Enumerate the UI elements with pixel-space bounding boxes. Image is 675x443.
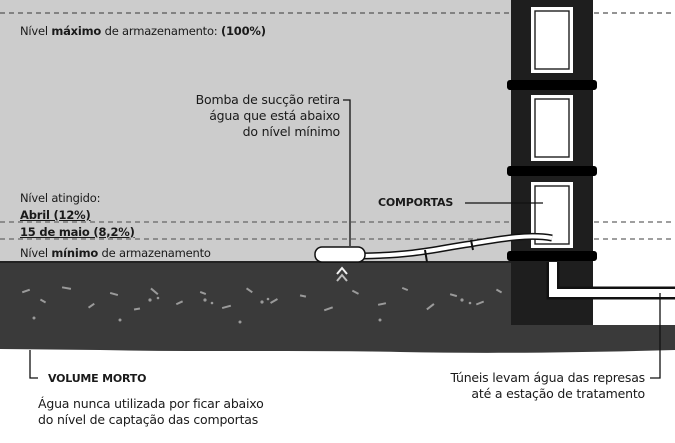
reached-level-title: Nível atingido: (20, 191, 101, 205)
max-level-bold: máximo (51, 24, 102, 38)
pump-line-1: Bomba de sucção retira (195, 92, 341, 107)
suction-arrow-icon (336, 266, 348, 275)
dead-volume-callout-line (29, 350, 38, 379)
reached-may-label: 15 de maio (8,2%) (20, 225, 135, 239)
tunnels-description: Túneis levam água das represas até a est… (395, 370, 645, 402)
pump-description: Bomba de sucção retira água que está aba… (140, 92, 341, 140)
tower-gate-2 (529, 93, 575, 163)
max-level-post: de armazenamento: (101, 24, 221, 38)
dead-volume-layer (0, 262, 675, 353)
pump-line-3: do nível mínimo (242, 124, 341, 139)
reservoir-water (0, 0, 520, 262)
sediment-specks (21, 286, 503, 324)
pump-line-2: água que está abaixo (209, 108, 340, 123)
tower-gate-1 (529, 5, 575, 75)
suction-pump (314, 246, 366, 263)
tower-ring-2 (507, 166, 597, 176)
tunnels-line-1: Túneis levam água das represas (450, 370, 645, 385)
min-level-post: de armazenamento (98, 246, 211, 260)
dead-volume-line-2: do nível de captação das comportas (38, 412, 259, 427)
max-level-value: (100%) (220, 24, 266, 38)
min-level-bold: mínimo (51, 246, 99, 260)
reached-april-label: Abril (12%) (20, 208, 91, 222)
min-level-label: Nível mínimo de armazenamento (20, 246, 211, 260)
gates-label: COMPORTAS (378, 196, 454, 209)
pump-callout-line (343, 99, 351, 246)
tower-ring-1 (507, 80, 597, 90)
tunnel-callout-line (650, 293, 661, 379)
tunnels-line-2: até a estação de tratamento (471, 386, 645, 401)
min-level-pre: Nível (20, 246, 52, 260)
max-level-pre: Nível (20, 24, 52, 38)
tower-ring-3 (507, 251, 597, 261)
dead-volume-description: Água nunca utilizada por ficar abaixo do… (38, 396, 264, 428)
dead-volume-line-1: Água nunca utilizada por ficar abaixo (38, 396, 264, 411)
dead-volume-title: VOLUME MORTO (48, 372, 147, 385)
max-level-label: Nível máximo de armazenamento: (100%) (20, 24, 266, 38)
